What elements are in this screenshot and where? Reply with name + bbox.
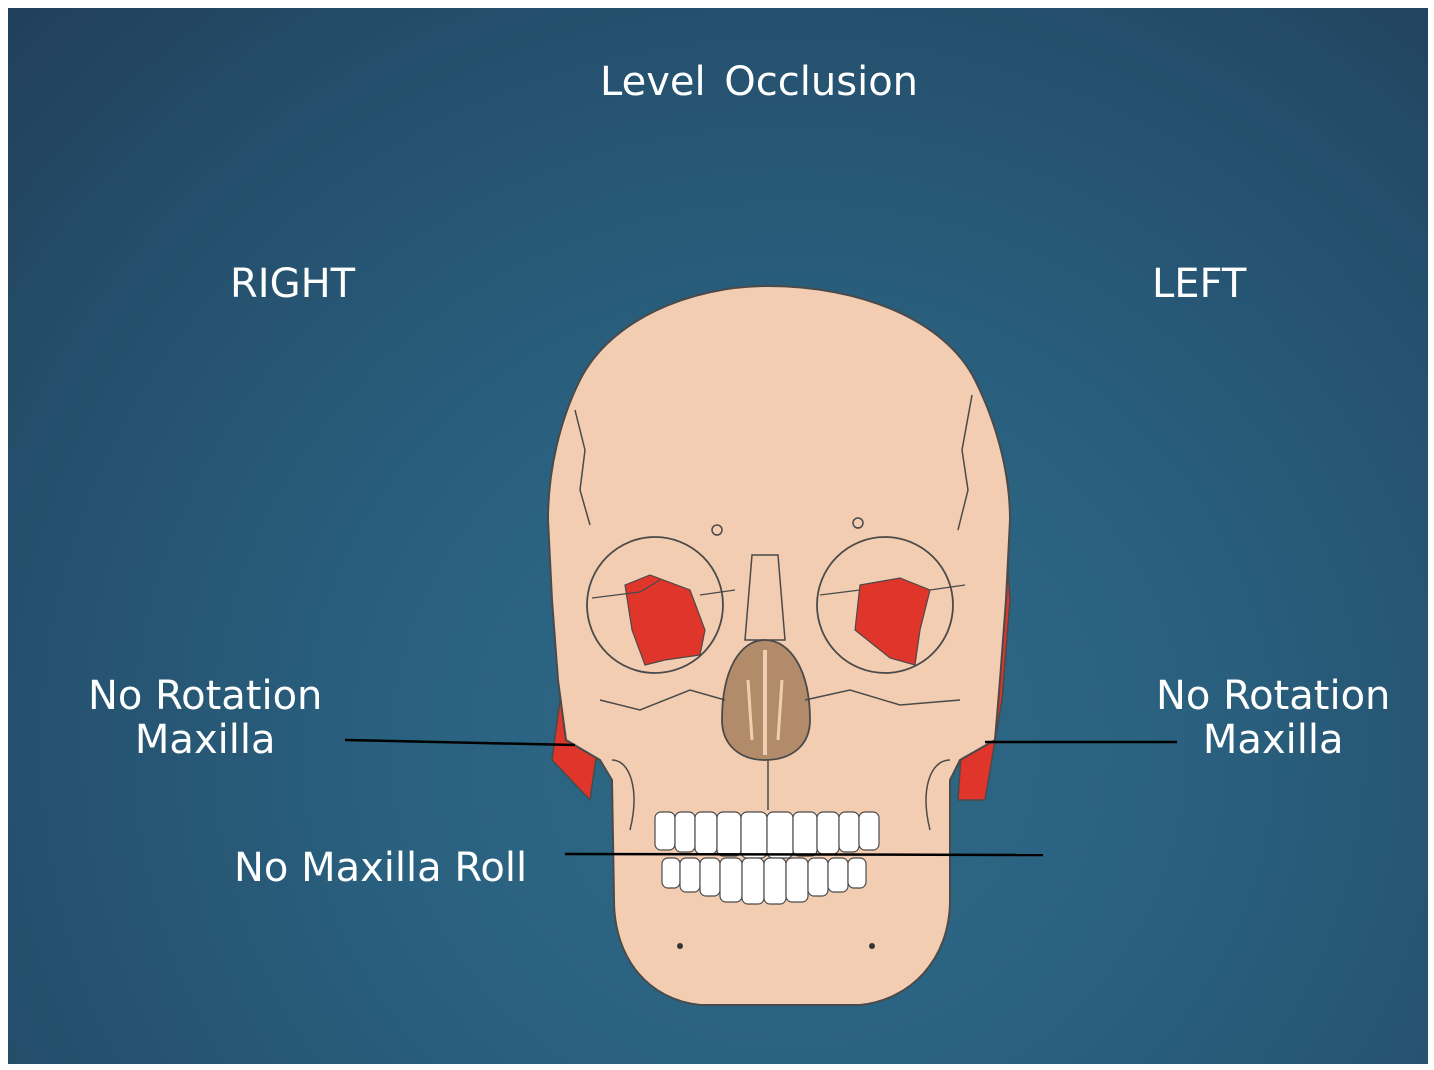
- annotation-rotation-right: No Rotation Maxilla: [88, 674, 322, 762]
- annotation-rotation-left-line2: Maxilla: [1156, 718, 1390, 762]
- pointer-line-rotation-right: [345, 740, 575, 745]
- diagram-title: Level Occlusion: [600, 60, 918, 104]
- annotation-rotation-right-line1: No Rotation: [88, 674, 322, 718]
- annotation-rotation-left-line1: No Rotation: [1156, 674, 1390, 718]
- skull-illustration: [8, 8, 1428, 1064]
- side-label-right: RIGHT: [230, 262, 355, 306]
- annotation-rotation-right-line2: Maxilla: [88, 718, 322, 762]
- annotation-rotation-left: No Rotation Maxilla: [1156, 674, 1390, 762]
- diagram-canvas: Level Occlusion RIGHT LEFT No Rotation M…: [8, 8, 1428, 1064]
- annotation-roll: No Maxilla Roll: [234, 846, 527, 890]
- pointer-line-roll: [565, 854, 1043, 855]
- side-label-left: LEFT: [1152, 262, 1246, 306]
